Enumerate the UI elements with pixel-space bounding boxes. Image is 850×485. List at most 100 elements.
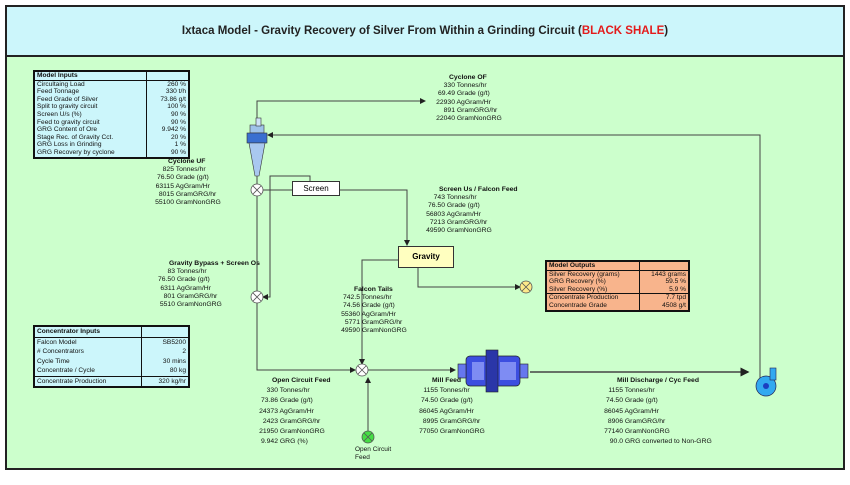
stream-unit: GRG converted to Non-GRG: [624, 438, 712, 446]
stream-value: 742.5: [342, 294, 360, 302]
stream-unit: Grade (g/t): [624, 397, 658, 405]
table-row: Screen U/s (%) 90 %: [34, 110, 189, 119]
stream-row: 77050 GramNonGRG: [410, 427, 485, 437]
header-label: Model Outputs: [546, 261, 640, 271]
stream-row: 330 Tonnes/hr: [250, 386, 331, 396]
stream-row: 83 Tonnes/hr: [135, 268, 260, 276]
stream-row: 801 GramGRG/hr: [135, 293, 260, 301]
row-label: GRG Recovery (%): [549, 278, 606, 286]
row-label: Screen U/s (%): [37, 110, 82, 118]
row-label: Feed to gravity circuit: [37, 118, 100, 126]
stream-unit: Grade (g/t): [175, 174, 209, 182]
line-to-ocf: [256, 303, 356, 373]
stream-row: 90.0 GRG converted to Non-GRG: [595, 437, 712, 447]
stream-unit: AgGram/Hr: [439, 407, 474, 415]
row-value: 73.86 g/t: [146, 95, 189, 104]
pump-icon: [755, 367, 777, 397]
stream-value: 74.50: [605, 397, 623, 405]
stream-unit: GramNonGRG: [279, 428, 325, 436]
stream-title: Screen Us / Falcon Feed: [439, 186, 518, 193]
stream-value: 743: [433, 194, 445, 202]
stream-title: Cyclone OF: [449, 74, 487, 81]
row-label: Split to gravity circuit: [37, 103, 98, 111]
stream-row: 74.50 Grade (g/t): [595, 396, 712, 406]
stream-title: Cyclone UF: [168, 158, 206, 165]
stream-row: 8906 GramGRG/hr: [595, 417, 712, 427]
stream-unit: Tonnes/hr: [176, 268, 207, 276]
stream-row: 73.86 Grade (g/t): [250, 396, 331, 406]
stream-unit: Tonnes/hr: [361, 294, 392, 302]
stream-row: 49590 GramNonGRG: [420, 227, 518, 235]
table-row: Feed Grade of Silver 73.86 g/t: [34, 95, 189, 104]
stream-value: 1155: [608, 387, 623, 395]
stream-value: 49590: [341, 327, 360, 335]
stream-value: 90.0: [609, 438, 623, 446]
stream-value: 9.942: [260, 438, 278, 446]
stream-unit: Grade (g/t): [439, 397, 473, 405]
row-label: Feed Grade of Silver: [37, 95, 98, 103]
header-value: [141, 326, 189, 338]
stream-unit: GramGRG/hr: [456, 106, 498, 114]
stream-value: 7213: [429, 218, 445, 226]
stream-value: 21950: [259, 428, 278, 436]
header-value: [146, 71, 189, 81]
stream-row: 76.50 Grade (g/t): [135, 276, 260, 284]
stream-row: 1155 Tonnes/hr: [410, 386, 485, 396]
stream-row: 825 Tonnes/hr: [150, 166, 221, 174]
stream-value: 49590: [426, 227, 445, 235]
stream-unit: Grade (g/t): [279, 397, 313, 405]
stream-row: 743 Tonnes/hr: [420, 194, 518, 202]
mixer-icons: [250, 183, 533, 444]
table-row: Concentrade Grade 4508 g/t: [546, 301, 689, 311]
stream-value: 74.50: [420, 397, 438, 405]
stream-value: 69.49: [437, 90, 455, 98]
header-label: Concentrator Inputs: [34, 326, 142, 338]
stream-row: 86045 AgGram/Hr: [595, 407, 712, 417]
table-header: Concentrator Inputs: [34, 326, 189, 338]
stream-value: 55100: [155, 199, 174, 207]
stream-value: 1155: [423, 387, 438, 395]
stream-unit: Grade (g/t): [176, 276, 210, 284]
stream-unit: AgGram/Hr: [624, 407, 659, 415]
stream-row: 5771 GramGRG/hr: [338, 319, 407, 327]
stream-value: 5510: [159, 301, 175, 309]
stream-value: 801: [163, 292, 175, 300]
title-highlight: BLACK SHALE: [581, 25, 665, 37]
screen-unit: Screen: [292, 181, 340, 196]
stream-value: 76.50: [427, 202, 445, 210]
row-label: Concentrade Grade: [549, 301, 607, 309]
stream-value: 86045: [419, 407, 438, 415]
row-value: 9.942 %: [146, 126, 189, 134]
stream-unit: Grade (g/t): [446, 202, 480, 210]
stream-unit: GramNonGRG: [176, 301, 222, 309]
stream-row: 69.49 Grade (g/t): [425, 90, 502, 98]
stream-row: 2423 GramGRG/hr: [250, 417, 331, 427]
stream-value: 2423: [262, 417, 278, 425]
stream-unit: AgGram/Hr: [361, 310, 396, 318]
stream-value: 6311: [160, 284, 175, 292]
stream-unit: GramGRG/hr: [175, 190, 217, 198]
stream-value: 891: [443, 106, 455, 114]
row-value: 4508 g/t: [639, 301, 689, 311]
gravity-unit: Gravity: [398, 246, 454, 268]
page-title: Ixtaca Model - Gravity Recovery of Silve…: [7, 7, 843, 57]
stream-value: 74.56: [342, 302, 360, 310]
row-label: Silver Recovery (grams): [549, 270, 620, 278]
stream-value: 330: [443, 82, 455, 90]
row-label: Feed Tonnage: [37, 88, 80, 96]
stream-unit: Grade (g/t): [456, 90, 490, 98]
row-value: 2: [141, 347, 189, 357]
stream-value: 22040: [436, 115, 455, 123]
row-value: 90 %: [146, 110, 189, 119]
stream-row: 330 Tonnes/hr: [425, 82, 502, 90]
